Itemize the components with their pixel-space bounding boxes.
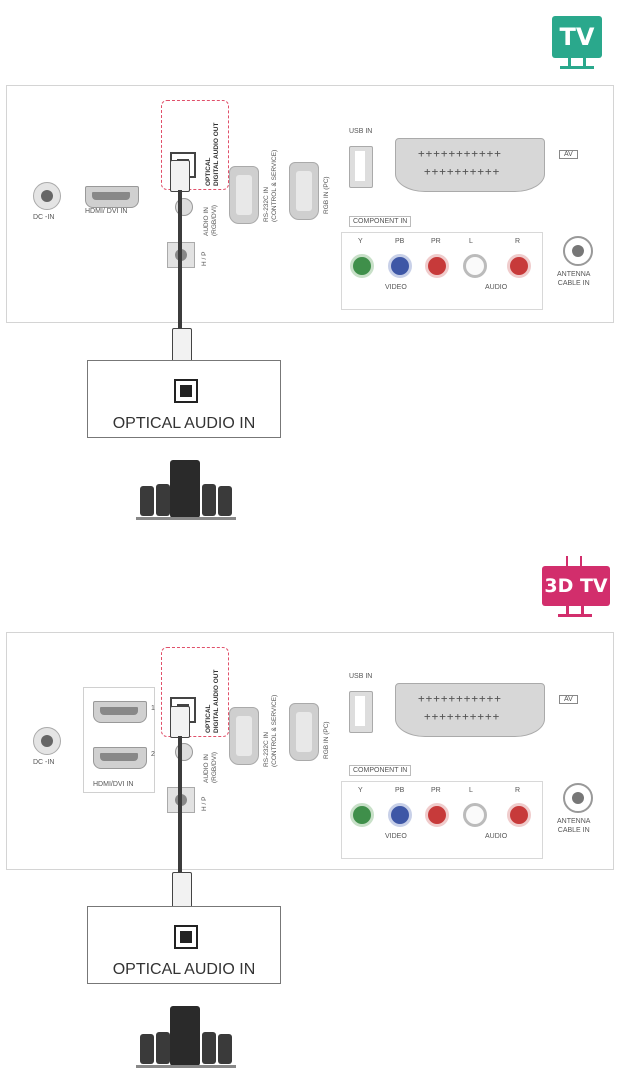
l-label: L	[469, 787, 473, 794]
optical-cable	[178, 736, 182, 876]
pb-jack	[388, 803, 412, 827]
hp-label: H / P	[201, 796, 208, 811]
av-label: AV	[559, 150, 578, 159]
3d-tv-stand-icon	[558, 614, 592, 617]
audio-l-jack	[463, 803, 487, 827]
optical-plug-top	[170, 160, 190, 192]
rs232c-port	[229, 707, 259, 765]
audio-device: OPTICAL AUDIO IN	[87, 360, 281, 438]
hdmi-1-port	[93, 701, 147, 723]
3d-tv-badge: 3D TV	[542, 566, 610, 606]
antenna-port	[563, 783, 593, 813]
optical-cable	[178, 190, 182, 330]
component-label: COMPONENT IN	[349, 765, 412, 776]
hdmi-2-label: 2	[151, 751, 155, 758]
pb-jack	[388, 254, 412, 278]
audio-label: AUDIO	[485, 833, 508, 840]
antenna-port	[563, 236, 593, 266]
pr-jack	[425, 254, 449, 278]
scart-av-port: +++++++++++ ++++++++++	[395, 683, 545, 737]
l-label: L	[469, 238, 473, 245]
rs232c-port	[229, 166, 259, 224]
component-panel	[341, 781, 543, 859]
audio-in-label: AUDIO IN(RGB/DVI)	[203, 204, 218, 236]
tv-badge: TV	[552, 16, 602, 58]
r-label: R	[515, 238, 521, 245]
pr-jack	[425, 803, 449, 827]
usb-port	[349, 146, 373, 188]
optical-audio-in-label: OPTICAL AUDIO IN	[112, 415, 256, 432]
dc-in-port	[33, 182, 61, 210]
rs232c-label: RS-232C IN(CONTROL & SERVICE)	[263, 149, 278, 222]
pb-label: PB	[395, 238, 405, 245]
3d-tv-antenna-icon	[566, 556, 582, 566]
rgb-pc-label: RGB IN (PC)	[323, 721, 330, 759]
pr-label: PR	[431, 238, 441, 245]
usb-label: USB IN	[349, 128, 373, 135]
y-label: Y	[358, 787, 363, 794]
hdmi-2-port	[93, 747, 147, 769]
rgb-pc-label: RGB IN (PC)	[323, 176, 330, 214]
video-label: VIDEO	[385, 833, 407, 840]
audio-in-label: AUDIO IN(RGB/DVI)	[203, 751, 218, 783]
hp-label: H / P	[201, 251, 208, 266]
y-label: Y	[358, 238, 363, 245]
pb-label: PB	[395, 787, 405, 794]
pr-label: PR	[431, 787, 441, 794]
optical-highlight	[161, 100, 229, 190]
component-panel	[341, 232, 543, 310]
audio-r-jack	[507, 254, 531, 278]
component-label: COMPONENT IN	[349, 216, 412, 227]
dc-in-port	[33, 727, 61, 755]
dc-in-label: DC -IN	[33, 214, 55, 221]
optical-highlight	[161, 647, 229, 737]
tv-badge-label: TV	[559, 23, 595, 51]
optical-in-port	[174, 379, 198, 403]
av-label: AV	[559, 695, 578, 704]
dc-in-label: DC -IN	[33, 759, 55, 766]
optical-plug-top	[170, 706, 190, 738]
scart-av-port: +++++++++++ ++++++++++	[395, 138, 545, 192]
hdmi-label: HDMI/DVI IN	[93, 781, 134, 788]
r-label: R	[515, 787, 521, 794]
tv-stand-icon	[568, 58, 586, 66]
hdmi-1-label: 1	[151, 705, 155, 712]
audio-label: AUDIO	[485, 284, 508, 291]
usb-label: USB IN	[349, 673, 373, 680]
y-jack	[350, 803, 374, 827]
3d-tv-stand-icon	[566, 606, 584, 614]
rgb-pc-port	[289, 703, 319, 761]
audio-device: OPTICAL AUDIO IN	[87, 906, 281, 984]
hdmi-port	[85, 186, 139, 208]
optical-in-port	[174, 925, 198, 949]
audio-l-jack	[463, 254, 487, 278]
optical-audio-in-label: OPTICAL AUDIO IN	[112, 961, 256, 978]
hdmi-label: HDMI/ DVI IN	[85, 208, 128, 215]
audio-r-jack	[507, 803, 531, 827]
y-jack	[350, 254, 374, 278]
rgb-pc-port	[289, 162, 319, 220]
rs232c-label: RS-232C IN(CONTROL & SERVICE)	[263, 694, 278, 767]
hdmi-panel	[83, 687, 155, 793]
3d-tv-badge-label: 3D TV	[544, 575, 608, 597]
tv-stand-icon	[560, 66, 594, 69]
usb-port	[349, 691, 373, 733]
video-label: VIDEO	[385, 284, 407, 291]
